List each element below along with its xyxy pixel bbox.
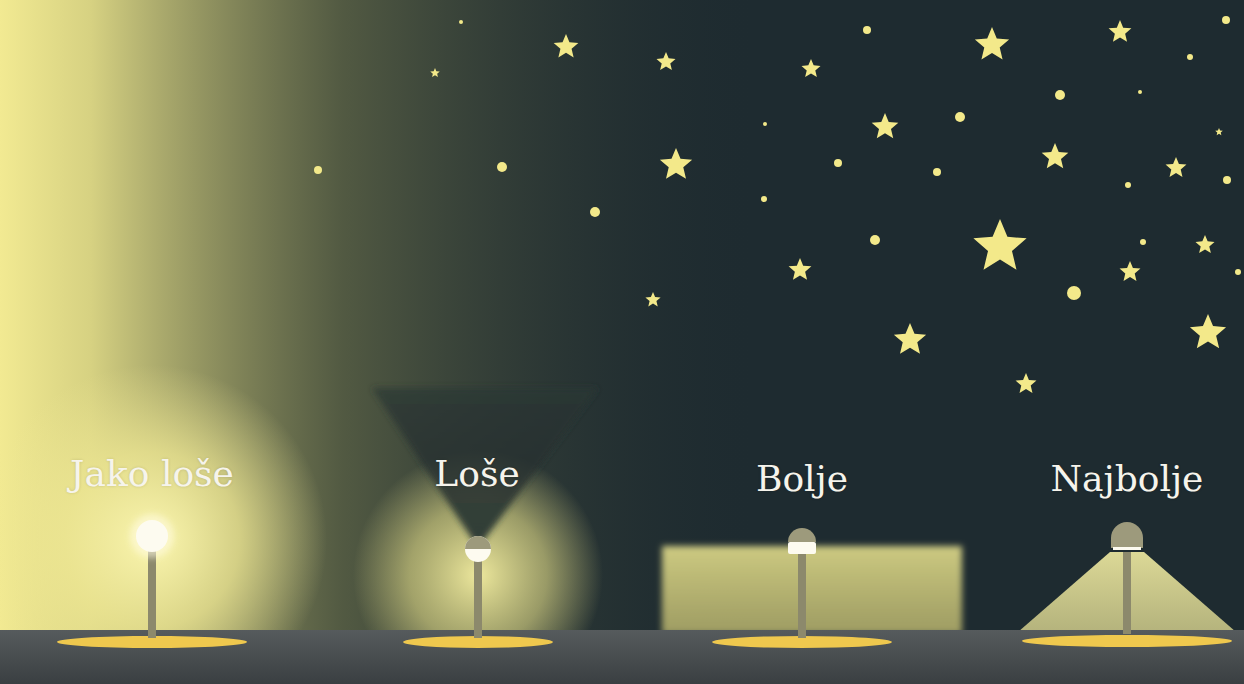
star [1042, 143, 1069, 168]
light-band [662, 546, 962, 634]
star-dot [870, 235, 880, 245]
star-dot [1222, 16, 1230, 24]
star [1190, 314, 1226, 348]
star [1109, 20, 1132, 42]
star-dot [1187, 54, 1193, 60]
star-dot [1223, 176, 1231, 184]
star-dot [1235, 269, 1241, 275]
star-dot [1055, 90, 1065, 100]
star [872, 113, 899, 138]
upward-light-cone [372, 388, 598, 548]
star [554, 34, 579, 58]
lamp-rating-label: Najbolje [1051, 461, 1204, 497]
star-dot [590, 207, 600, 217]
lamp-dome [788, 528, 816, 542]
star-dot [1138, 90, 1142, 94]
lamp-bulb [465, 536, 491, 562]
light-pool [1022, 635, 1232, 647]
lamp-rating-label: Loše [434, 456, 519, 492]
star [1215, 128, 1223, 135]
star-dot [1067, 286, 1081, 300]
star-dot [763, 122, 767, 126]
lamp-pole [474, 560, 482, 638]
lamp-pole [798, 552, 806, 638]
star [660, 148, 692, 179]
lamp-pole [148, 550, 156, 638]
star-dot [834, 159, 842, 167]
stars [314, 16, 1241, 393]
lamp-cap [465, 536, 491, 549]
lamp-bulb [788, 542, 816, 554]
star-dot [1140, 239, 1146, 245]
lamp-dome [1111, 522, 1143, 548]
star-dot [933, 168, 941, 176]
star [973, 219, 1026, 270]
star [975, 27, 1009, 60]
globe-lamp [136, 520, 168, 552]
star [1016, 373, 1037, 393]
ground [0, 630, 1244, 684]
star [430, 68, 440, 77]
star [789, 258, 812, 280]
lamp-rating-label: Bolje [756, 461, 848, 497]
star [801, 59, 820, 77]
star [1195, 235, 1214, 253]
lamp-rating-label: Jako loše [70, 456, 234, 492]
star [645, 292, 660, 306]
star-dot [1125, 182, 1131, 188]
star [894, 323, 926, 354]
lamp-pole [1123, 552, 1131, 634]
star-dot [314, 166, 322, 174]
star-dot [955, 112, 965, 122]
star-dot [497, 162, 507, 172]
star-dot [863, 26, 871, 34]
lamp-bulb [1113, 547, 1141, 550]
star [1120, 261, 1141, 281]
star [1166, 157, 1187, 177]
lamp-halo [130, 514, 174, 558]
star [656, 52, 675, 70]
star-dot [761, 196, 767, 202]
star-dot [459, 20, 463, 24]
